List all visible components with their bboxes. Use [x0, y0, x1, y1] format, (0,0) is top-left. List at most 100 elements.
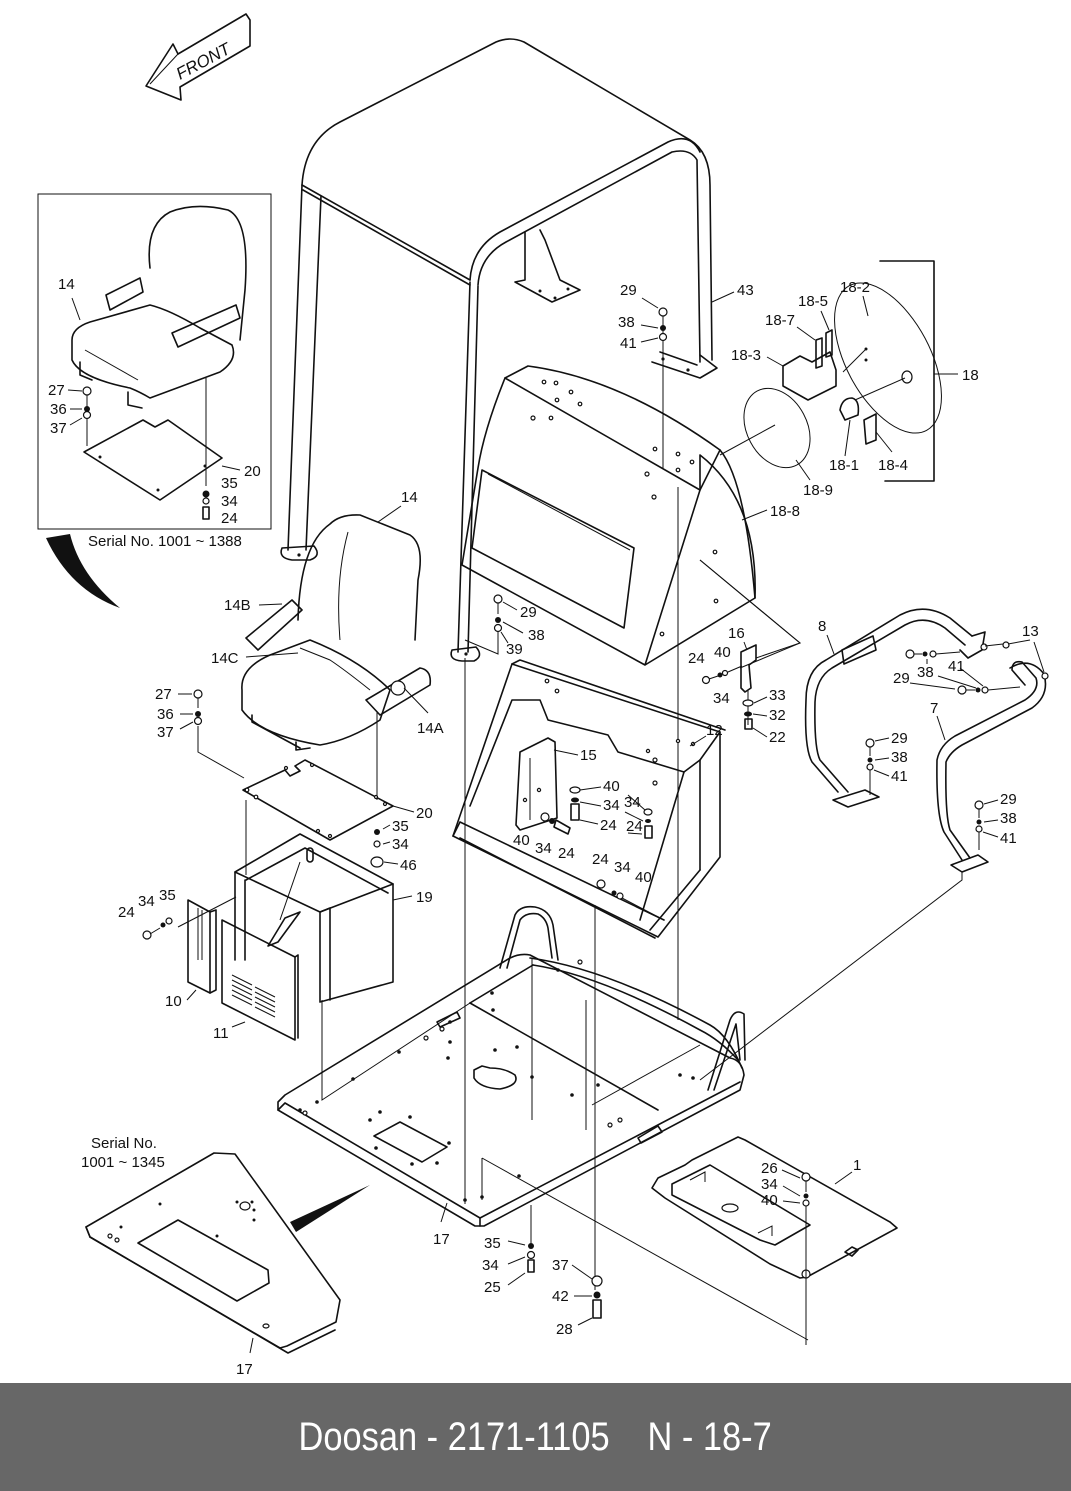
label-34-bot: 34: [482, 1257, 499, 1274]
label-10: 10: [165, 993, 182, 1010]
label-29-r3: 29: [1000, 791, 1017, 808]
footer-part-number: 2171-1105: [448, 1414, 611, 1459]
label-20: 20: [416, 805, 433, 822]
label-18-1: 18-1: [829, 457, 859, 474]
label-35-seat: 35: [392, 818, 409, 835]
label-18-3: 18-3: [731, 347, 761, 364]
footer-brand: Doosan: [298, 1414, 418, 1459]
label-22: 22: [769, 729, 786, 746]
label-34-a: 34: [603, 797, 620, 814]
label-34-d: 34: [614, 859, 631, 876]
bolt-stack-rail-2: [865, 737, 890, 795]
label-42: 42: [552, 1288, 569, 1305]
label-28: 28: [556, 1321, 573, 1338]
label-16: 16: [728, 625, 745, 642]
label-40-a: 40: [603, 778, 620, 795]
label-39-mid: 39: [506, 641, 523, 658]
label-14A: 14A: [417, 720, 444, 737]
label-29-r1: 29: [893, 670, 910, 687]
label-24-c: 24: [558, 845, 575, 862]
speaker-assembly: [719, 260, 958, 482]
label-15: 15: [580, 747, 597, 764]
label-35-bot: 35: [484, 1235, 501, 1252]
label-18-5: 18-5: [798, 293, 828, 310]
label-34-seat: 34: [392, 836, 409, 853]
label-29-r2: 29: [891, 730, 908, 747]
label-17-alt: 17: [236, 1361, 253, 1378]
label-19: 19: [416, 889, 433, 906]
label-24-16: 24: [688, 650, 705, 667]
bolt-stack-floor: [507, 1205, 603, 1326]
label-14C: 14C: [211, 650, 239, 667]
inset-serial-note: Serial No. 1001 ~ 1388: [88, 533, 242, 550]
operator-seat: [241, 514, 432, 800]
label-29-top: 29: [620, 282, 637, 299]
bolt-stack-seat-left: [178, 689, 245, 779]
label-25: 25: [484, 1279, 501, 1296]
label-40-16: 40: [714, 644, 731, 661]
label-inset-14: 14: [58, 276, 75, 293]
label-40-c: 40: [635, 869, 652, 886]
label-inset-27: 27: [48, 382, 65, 399]
label-14B: 14B: [224, 597, 251, 614]
label-14: 14: [401, 489, 418, 506]
label-34-1: 34: [761, 1176, 778, 1193]
label-36: 36: [157, 706, 174, 723]
console-cover: [461, 365, 801, 1020]
bolt-stack-top: [640, 297, 668, 468]
label-41-r2: 41: [891, 768, 908, 785]
label-41-top: 41: [620, 335, 637, 352]
alt-plate-pointer-icon: [290, 1185, 370, 1232]
floor-plate-alt: [85, 1152, 341, 1354]
label-24-d: 24: [592, 851, 609, 868]
parts-diagram: FRONT 14 27 36 37 20: [37, 13, 1049, 1378]
label-13: 13: [1022, 623, 1039, 640]
label-29-mid: 29: [520, 604, 537, 621]
inset-pointer-icon: [46, 534, 120, 608]
label-34-side: 34: [138, 893, 155, 910]
label-18-7: 18-7: [765, 312, 795, 329]
footer-page-ref: N - 18-7: [647, 1414, 773, 1459]
label-18-8: 18-8: [770, 503, 800, 520]
label-17-main: 17: [433, 1231, 450, 1248]
label-inset-24: 24: [221, 510, 238, 527]
label-inset-36: 36: [50, 401, 67, 418]
label-18-2: 18-2: [840, 279, 870, 296]
label-37: 37: [157, 724, 174, 741]
label-40-1: 40: [761, 1192, 778, 1209]
floor-plate: [277, 658, 809, 1341]
cover-plate: [651, 1136, 898, 1345]
label-38-top: 38: [618, 314, 635, 331]
label-1: 1: [853, 1157, 861, 1174]
label-34-b: 34: [624, 794, 641, 811]
label-18-9: 18-9: [803, 482, 833, 499]
label-27: 27: [155, 686, 172, 703]
label-18: 18: [962, 367, 979, 384]
bolt-stack-rail-3: [699, 799, 999, 1081]
label-38-r2: 38: [891, 749, 908, 766]
label-37-bot: 37: [552, 1257, 569, 1274]
label-24-side: 24: [118, 904, 135, 921]
label-38-r1: 38: [917, 664, 934, 681]
label-32: 32: [769, 707, 786, 724]
label-34-c: 34: [535, 840, 552, 857]
handrail-8: [804, 608, 1010, 808]
front-arrow-icon: FRONT: [145, 13, 251, 101]
label-38-r3: 38: [1000, 810, 1017, 827]
inset-seat-box: 14 27 36 37 20 35 34 24: [37, 193, 272, 530]
label-43: 43: [737, 282, 754, 299]
label-24-b: 24: [626, 818, 643, 835]
floor-serial-note-line1: Serial No.: [91, 1135, 157, 1152]
label-34-16: 34: [713, 690, 730, 707]
label-7: 7: [930, 700, 938, 717]
label-26: 26: [761, 1160, 778, 1177]
label-18-4: 18-4: [878, 457, 908, 474]
label-8: 8: [818, 618, 826, 635]
label-41-r3: 41: [1000, 830, 1017, 847]
label-12: 12: [706, 722, 723, 739]
label-inset-20: 20: [244, 463, 261, 480]
label-46: 46: [400, 857, 417, 874]
label-33: 33: [769, 687, 786, 704]
